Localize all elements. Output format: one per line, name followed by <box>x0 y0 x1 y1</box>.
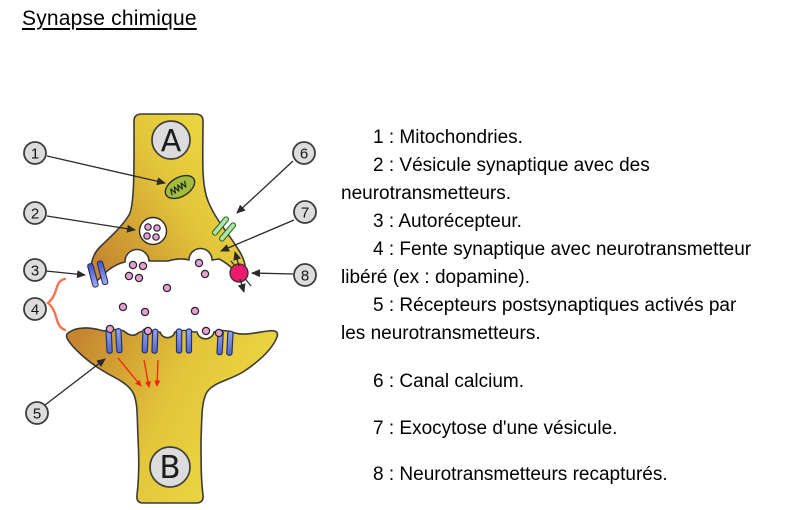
signal-arrows <box>117 357 161 388</box>
legend-item-3: 3 : Autorécepteur. <box>341 208 797 236</box>
callout-5: 5 <box>25 401 49 425</box>
callout-badges: 1 2 3 4 5 6 7 <box>23 141 317 425</box>
mitochondrion <box>164 174 196 200</box>
legend-line: 5 : Récepteurs postsynaptiques activés p… <box>373 295 737 316</box>
legend-line: 1 : Mitochondries. <box>373 127 523 148</box>
legend-item-7: 7 : Exocytose d'une vésicule. <box>341 415 797 443</box>
legend-item-6: 6 : Canal calcium. <box>341 368 797 396</box>
callout-arrow-7 <box>220 219 295 252</box>
legend-item-8: 8 : Neurotransmetteurs recapturés. <box>341 461 797 489</box>
svg-text:7: 7 <box>301 205 309 222</box>
callout-4: 4 <box>23 297 47 321</box>
svg-text:5: 5 <box>33 406 41 423</box>
neuron-b-badge: B <box>149 446 191 488</box>
vesicle-neurotransmitter-dots <box>143 223 161 241</box>
callout-arrow-6 <box>236 160 294 214</box>
callout-arrow-2 <box>46 215 136 233</box>
svg-text:6: 6 <box>300 146 308 163</box>
legend-item-1: 1 : Mitochondries. <box>341 124 797 152</box>
svg-text:4: 4 <box>31 302 39 319</box>
legend-item-2: 2 : Vésicule synaptique avec des neurotr… <box>341 152 797 208</box>
svg-text:1: 1 <box>31 146 39 163</box>
callout-1: 1 <box>23 141 47 165</box>
legend-line: 3 : Autorécepteur. <box>373 211 522 232</box>
page-title: Synapse chimique <box>22 7 197 30</box>
recapture-arrows <box>233 251 246 293</box>
svg-text:8: 8 <box>301 268 309 285</box>
neurotransmitter-dots <box>105 258 224 338</box>
legend-line: 7 : Exocytose d'une vésicule. <box>373 418 618 439</box>
legend-line: 8 : Neurotransmetteurs recapturés. <box>373 464 668 485</box>
callout-arrows <box>44 155 295 406</box>
callout-2: 2 <box>23 201 47 225</box>
synaptic-vesicle <box>138 216 168 246</box>
legend-item-5: 5 : Récepteurs postsynaptiques activés p… <box>341 292 797 348</box>
neuron-b-label: B <box>159 450 180 486</box>
svg-text:3: 3 <box>31 263 39 280</box>
callout-7: 7 <box>293 200 317 224</box>
callout-arrow-8 <box>251 269 294 278</box>
legend-line: 2 : Vésicule synaptique avec des <box>373 155 650 176</box>
legend-line: libéré (ex : dopamine). <box>341 267 531 288</box>
mitochondrion-cristae <box>170 180 187 196</box>
callout-arrow-1 <box>46 155 166 186</box>
autoreceptor <box>87 260 109 288</box>
neuron-a-label: A <box>161 124 182 159</box>
calcium-channel <box>211 216 237 242</box>
legend-line: neurotransmetteurs. <box>341 183 512 204</box>
legend-line: 4 : Fente synaptique avec neurotransmett… <box>373 239 752 260</box>
legend-item-4: 4 : Fente synaptique avec neurotransmett… <box>341 236 797 292</box>
legend-line: les neurotransmetteurs. <box>341 323 541 344</box>
cleft-brace <box>46 277 67 332</box>
callout-arrow-5 <box>44 358 106 406</box>
svg-text:2: 2 <box>31 206 39 223</box>
legend: 1 : Mitochondries. 2 : Vésicule synaptiq… <box>341 124 797 489</box>
callout-arrow-3 <box>45 270 86 279</box>
legend-line: 6 : Canal calcium. <box>373 371 525 392</box>
recaptured-neurotransmitter-vesicle <box>229 263 249 283</box>
synapse-diagram: A B <box>23 113 317 504</box>
callout-3: 3 <box>23 258 47 282</box>
callout-6: 6 <box>292 141 316 165</box>
neuron-a-badge: A <box>151 120 191 160</box>
callout-8: 8 <box>293 263 317 287</box>
